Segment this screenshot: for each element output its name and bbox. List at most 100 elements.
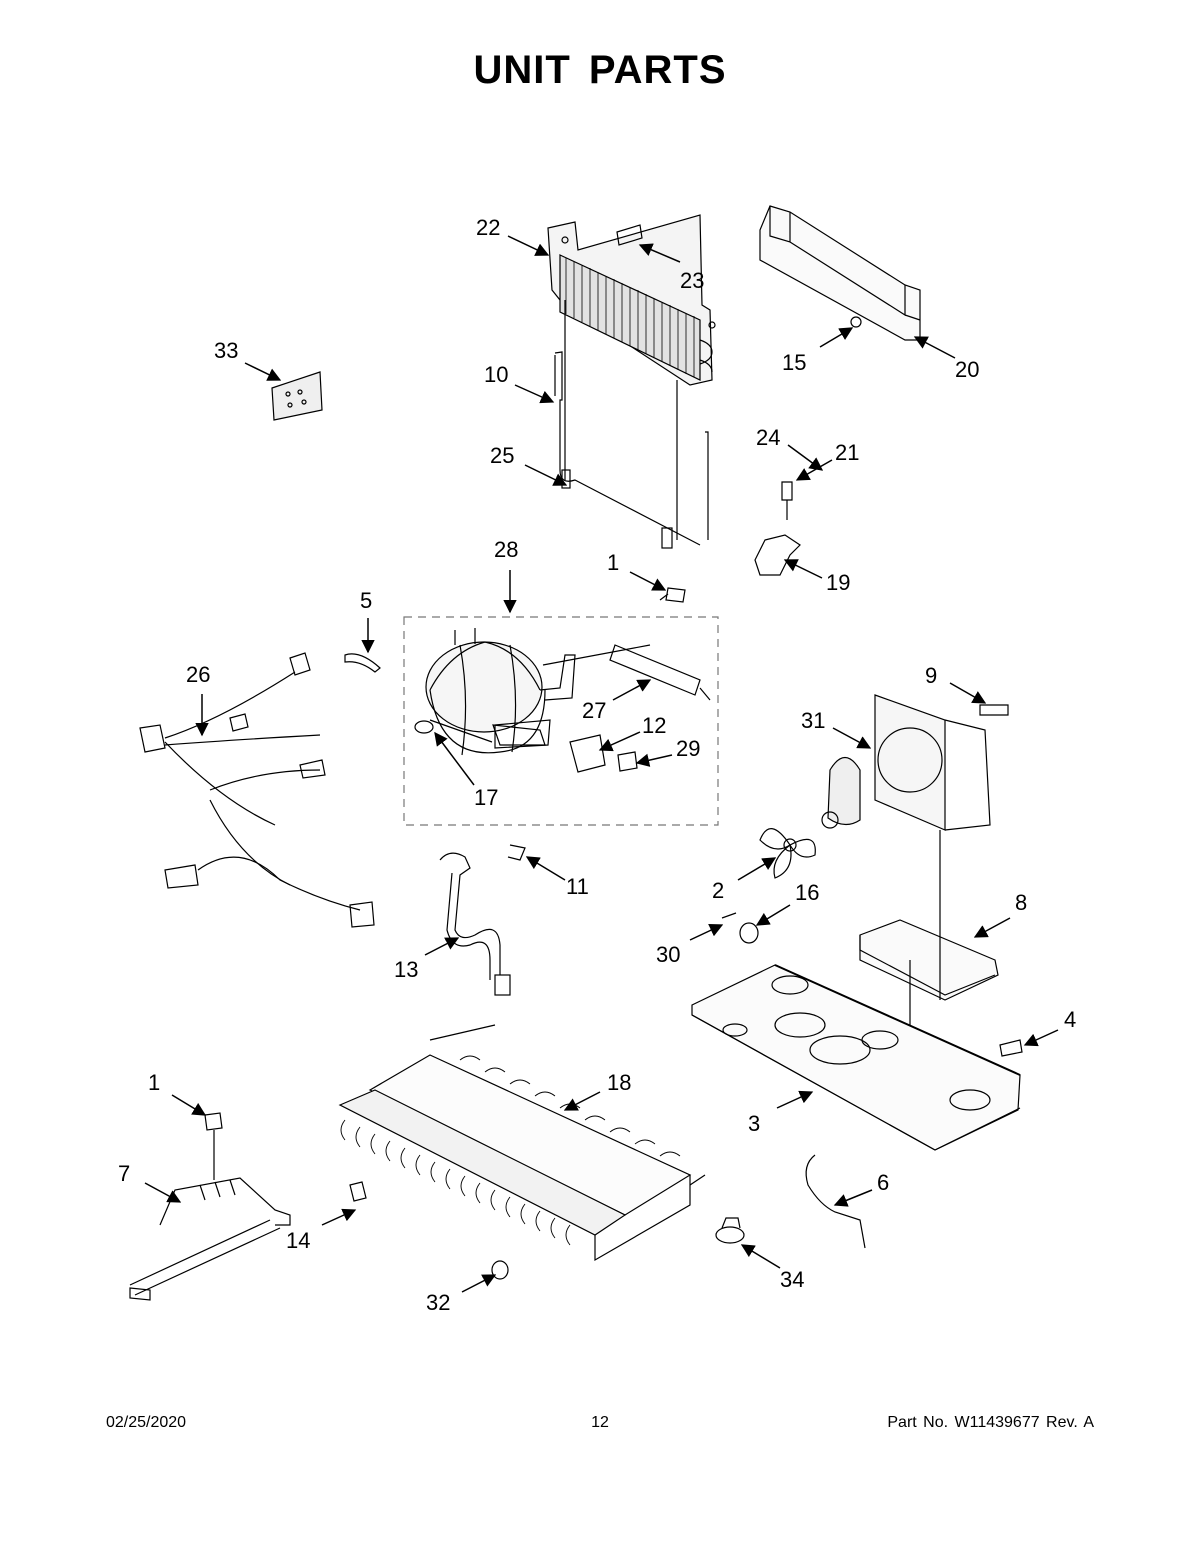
callout-arrow-16 xyxy=(755,904,791,926)
relay-part xyxy=(569,734,606,773)
callout-15: 15 xyxy=(782,350,806,375)
condenser-part xyxy=(547,214,716,540)
callout-22: 22 xyxy=(476,215,500,240)
callout-arrow-13 xyxy=(424,937,460,956)
callout-arrow-10 xyxy=(514,384,555,404)
grommet-part xyxy=(739,922,759,944)
callout-18: 18 xyxy=(607,1070,631,1095)
callout-arrow-30 xyxy=(689,924,724,941)
callout-20: 20 xyxy=(955,357,979,382)
base-pan-part xyxy=(691,964,1021,1151)
screw-part xyxy=(850,316,862,328)
callout-32: 32 xyxy=(426,1290,450,1315)
callout-17: 17 xyxy=(474,785,498,810)
callout-28: 28 xyxy=(494,537,518,562)
footer-date: 02/25/2020 xyxy=(106,1414,187,1431)
footer-part-number: Part No. W11439677 Rev. A xyxy=(887,1414,1094,1431)
callout-13: 13 xyxy=(394,957,418,982)
callout-arrow-15 xyxy=(819,327,854,348)
callout-arrow-19 xyxy=(783,559,823,579)
callout-arrow-33 xyxy=(244,362,282,381)
screw-part xyxy=(979,704,1009,716)
callout-arrow-24 xyxy=(787,444,824,471)
callout-arrow-2 xyxy=(737,857,777,881)
callout-arrow-6 xyxy=(833,1189,873,1207)
callout-4: 4 xyxy=(1064,1007,1076,1032)
screw-part xyxy=(204,1112,223,1180)
callout-11: 11 xyxy=(566,874,589,899)
callout-9: 9 xyxy=(925,663,937,688)
callout-arrow-17 xyxy=(434,731,475,786)
cap-part xyxy=(617,751,638,772)
callout-arrow-8 xyxy=(973,917,1011,938)
callout-1-top: 1 xyxy=(607,550,619,575)
dryer-part xyxy=(609,644,711,701)
callout-arrow-32 xyxy=(461,1274,497,1293)
drain-pipe-part xyxy=(439,852,511,996)
callout-26: 26 xyxy=(186,662,210,687)
callout-2: 2 xyxy=(712,878,724,903)
callout-7: 7 xyxy=(118,1161,130,1186)
screw-part xyxy=(999,1039,1023,1057)
evaporator-part xyxy=(338,1024,706,1262)
callout-23: 23 xyxy=(680,268,704,293)
screw-part xyxy=(659,587,686,603)
callout-arrow-1-bottom xyxy=(171,1094,207,1116)
wire-part xyxy=(805,1154,866,1249)
heater-harness-part xyxy=(129,1177,291,1301)
callout-arrow-9 xyxy=(949,682,987,704)
fan-blade-part xyxy=(759,828,816,879)
pin-part xyxy=(721,912,737,919)
callout-arrow-11 xyxy=(525,856,566,881)
page-title: UNIT PARTS xyxy=(473,48,727,92)
callout-arrow-4 xyxy=(1023,1029,1059,1047)
screw-part xyxy=(781,481,793,520)
callout-27: 27 xyxy=(582,698,606,723)
plug-part xyxy=(491,1260,509,1280)
callout-arrow-20 xyxy=(913,336,956,359)
callout-5: 5 xyxy=(360,588,372,613)
callout-arrow-12 xyxy=(598,731,641,752)
callout-19: 19 xyxy=(826,570,850,595)
callout-31: 31 xyxy=(801,708,825,733)
callout-10: 10 xyxy=(484,362,508,387)
fan-motor-part xyxy=(821,756,861,829)
callout-8: 8 xyxy=(1015,890,1027,915)
wire-harness-part xyxy=(139,652,375,928)
callout-6: 6 xyxy=(877,1170,889,1195)
callout-arrow-23 xyxy=(638,243,681,263)
compressor-part xyxy=(425,628,651,756)
callout-arrow-7 xyxy=(144,1182,182,1203)
callout-30: 30 xyxy=(656,942,680,967)
callout-arrow-1-top xyxy=(629,571,667,591)
callout-3: 3 xyxy=(748,1111,760,1136)
bracket-part xyxy=(754,534,801,576)
callout-24-label: 24 xyxy=(756,425,780,450)
callout-arrow-29 xyxy=(635,753,673,767)
clip-part xyxy=(344,653,381,673)
callout-21: 21 xyxy=(835,440,859,465)
fan-shroud-part xyxy=(874,694,991,831)
callout-34: 34 xyxy=(780,1267,804,1292)
callout-arrow-3 xyxy=(776,1090,814,1109)
callout-16: 16 xyxy=(795,880,819,905)
callout-arrow-22 xyxy=(507,235,550,256)
callout-14: 14 xyxy=(286,1228,310,1253)
clip-part xyxy=(507,844,526,861)
callout-1-bottom: 1 xyxy=(148,1070,160,1095)
callout-arrow-21 xyxy=(795,459,833,481)
callout-arrow-34 xyxy=(740,1244,781,1269)
callout-12: 12 xyxy=(642,713,666,738)
clip-part xyxy=(349,1181,367,1202)
callout-arrow-27 xyxy=(612,679,652,701)
footer-page-number: 12 xyxy=(591,1414,609,1431)
callout-arrow-31 xyxy=(832,727,872,749)
switch-part xyxy=(715,1217,745,1244)
callout-25: 25 xyxy=(490,443,514,468)
callout-arrow-25 xyxy=(524,464,568,486)
grommet-part xyxy=(414,720,434,734)
callout-arrow-14 xyxy=(321,1208,357,1226)
callout-29: 29 xyxy=(676,736,700,761)
callout-arrow-18 xyxy=(563,1091,601,1111)
callout-33: 33 xyxy=(214,338,238,363)
